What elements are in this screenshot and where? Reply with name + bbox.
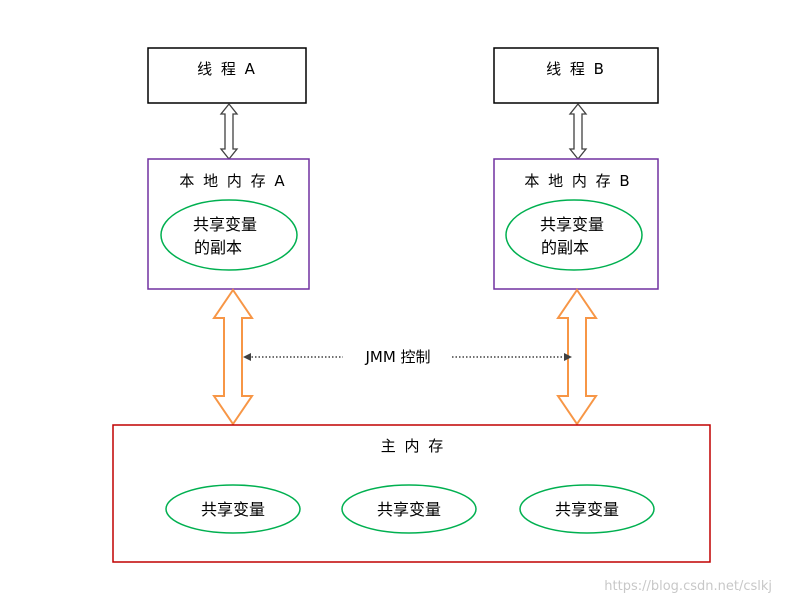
- thread-a-box: [147, 47, 307, 104]
- shared-variable-1-label: 共享变量: [201, 500, 265, 519]
- copy-a-line1: 共享变量: [193, 215, 257, 234]
- shared-variable-2: [341, 484, 477, 534]
- thread-b-box: [493, 47, 659, 104]
- shared-variable-1: [165, 484, 301, 534]
- thread-a-label: 线 程 A: [197, 60, 257, 78]
- thread-b: 线 程 B: [493, 47, 659, 104]
- memory-a-arrow: [212, 288, 254, 426]
- jmm-label: JMM 控制: [364, 348, 430, 366]
- local-memory-b-label: 本 地 内 存 B: [524, 172, 631, 190]
- shared-variable-2-label: 共享变量: [377, 500, 441, 519]
- local-memory-b: 本 地 内 存 B 共享变量 的副本: [493, 158, 659, 290]
- jmm-control: JMM 控制: [243, 348, 572, 366]
- local-memory-a-label: 本 地 内 存 A: [179, 172, 286, 190]
- main-memory-label: 主 内 存: [381, 437, 446, 455]
- watermark: https://blog.csdn.net/cslkj: [604, 579, 772, 594]
- copy-a-line2: 的副本: [194, 238, 242, 257]
- copy-b-line1: 共享变量: [540, 215, 604, 234]
- memory-b-arrow: [556, 288, 598, 426]
- copy-b-line2: 的副本: [541, 238, 589, 257]
- jmm-right-arrowhead: [564, 353, 572, 361]
- local-memory-a: 本 地 内 存 A 共享变量 的副本: [147, 158, 310, 290]
- thread-b-arrow: [568, 102, 588, 161]
- shared-variable-copy-b: [505, 199, 643, 271]
- shared-variable-3: [519, 484, 655, 534]
- shared-variable-3-label: 共享变量: [555, 500, 619, 519]
- thread-b-label: 线 程 B: [546, 60, 606, 78]
- thread-a: 线 程 A: [147, 47, 307, 104]
- main-memory: 主 内 存 共享变量 共享变量 共享变量: [112, 424, 711, 563]
- shared-variable-copy-a: [160, 199, 298, 271]
- jmm-left-arrowhead: [243, 353, 251, 361]
- thread-a-arrow: [219, 102, 239, 161]
